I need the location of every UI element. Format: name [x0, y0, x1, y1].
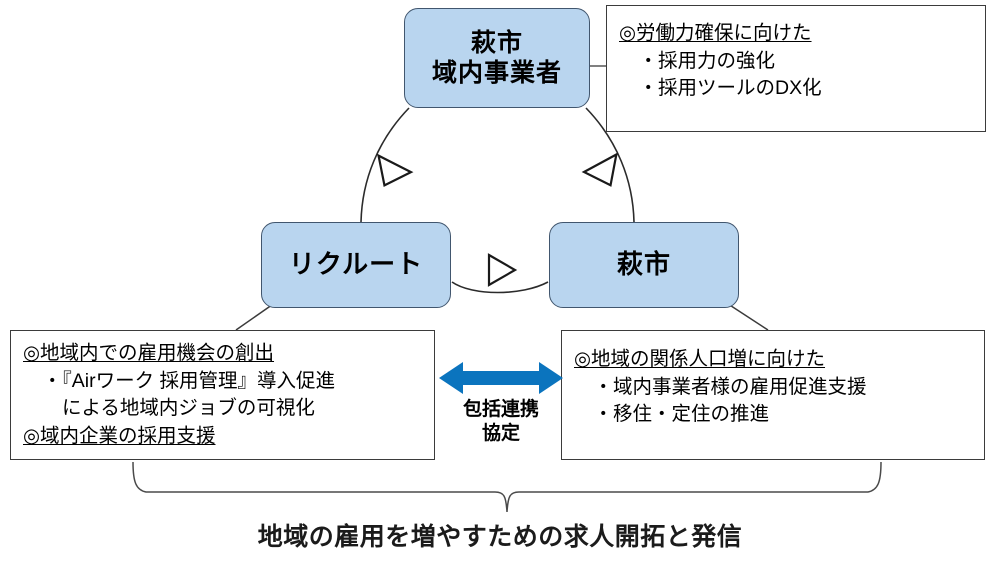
node-left-label: リクルート [288, 249, 424, 280]
callout-bottom-left: ◎地域内での雇用機会の創出 ・『Airワーク 採用管理』導入促進 による地域内ジ… [10, 330, 435, 460]
callout-top-right-line-2: ・採用力の強化 [619, 49, 776, 72]
partnership-link-group: 包括連携 協定 [437, 358, 565, 464]
callout-bottom-right-line-3: ・移住・定住の推進 [574, 403, 770, 426]
callout-bottom-left-line-3: による地域内ジョブの可視化 [23, 397, 315, 420]
double-arrow-icon [439, 362, 563, 394]
node-top-label: 萩市 域内事業者 [432, 28, 562, 89]
node-hagi-city-local-businesses[interactable]: 萩市 域内事業者 [404, 8, 590, 108]
callout-bottom-left-line-4: ◎域内企業の採用支援 [23, 425, 216, 448]
callout-bottom-left-line-2: ・『Airワーク 採用管理』導入促進 [23, 369, 336, 392]
callout-bottom-right-line-2: ・域内事業者様の雇用促進支援 [574, 375, 867, 398]
callout-top-right-line-1: ◎労働力確保に向けた [619, 22, 812, 44]
node-right-label: 萩市 [616, 249, 671, 280]
callout-top-right: ◎労働力確保に向けた ・採用力の強化 ・採用ツールのDX化 [606, 5, 986, 132]
callout-top-right-line-3: ・採用ツールのDX化 [619, 77, 822, 100]
summary-bracket [132, 461, 882, 513]
summary-caption: 地域の雇用を増やすための求人開拓と発信 [257, 523, 743, 551]
node-top-label-line1: 萩市 [470, 28, 523, 57]
callout-bottom-left-line-1: ◎地域内での雇用機会の創出 [23, 342, 275, 364]
partnership-label: 包括連携 協定 [462, 399, 539, 445]
callout-bottom-right-line-1: ◎地域の関係人口増に向けた [574, 348, 826, 370]
node-top-label-line2: 域内事業者 [431, 59, 562, 87]
callout-bottom-right: ◎地域の関係人口増に向けた ・域内事業者様の雇用促進支援 ・移住・定住の推進 [561, 330, 985, 460]
node-recruit[interactable]: リクルート [261, 222, 451, 308]
node-hagi-city[interactable]: 萩市 [549, 222, 739, 308]
